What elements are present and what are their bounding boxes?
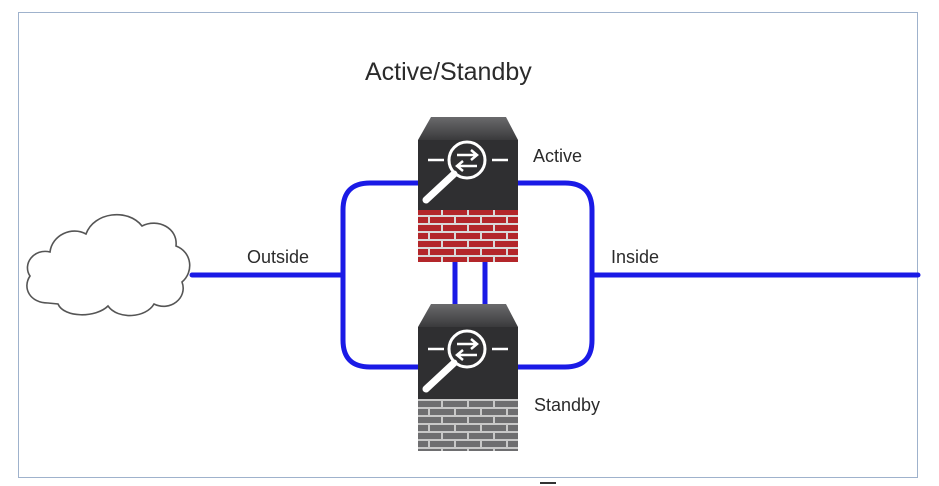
standby-label: Standby [534, 395, 601, 415]
cropped-mark [540, 482, 556, 484]
inside-label: Inside [611, 247, 660, 267]
diagram-frame [18, 12, 918, 478]
active-label: Active [533, 146, 583, 166]
outside-label: Outside [247, 247, 310, 267]
active-firewall-icon [418, 117, 518, 262]
right-loop-link [515, 180, 595, 370]
links [189, 180, 921, 370]
diagram-title: Active/Standby [365, 58, 532, 86]
cloud-icon [26, 213, 191, 317]
left-loop-link [340, 180, 421, 370]
standby-firewall-icon [418, 304, 518, 451]
